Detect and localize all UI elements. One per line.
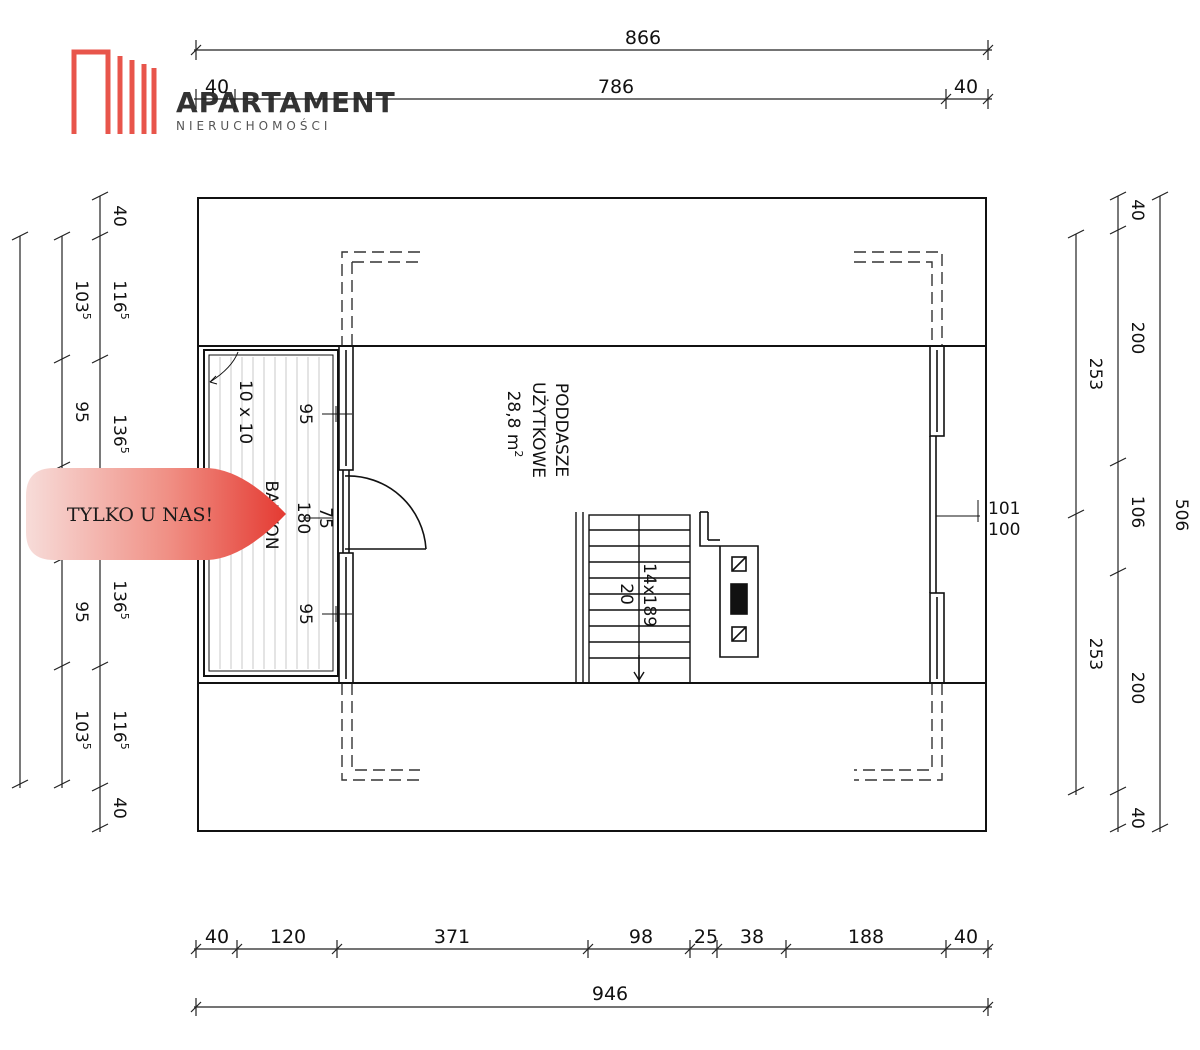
left-col-a-4: 1165 bbox=[109, 710, 131, 749]
right-col-a-3: 200 bbox=[1127, 672, 1147, 704]
logo-tagline: NIERUCHOMOŚCI bbox=[176, 118, 331, 133]
chimney bbox=[699, 511, 759, 658]
bottom-seg-6: 38 bbox=[740, 926, 764, 948]
dim-top-inner: 786 bbox=[598, 76, 634, 98]
right-col-b-1: 253 bbox=[1085, 358, 1105, 390]
right-col-b-2: 253 bbox=[1085, 638, 1105, 670]
left-col-a-1: 1165 bbox=[109, 280, 131, 319]
left-col-b-2: 95 bbox=[71, 401, 91, 423]
left-col-a-2: 1365 bbox=[109, 414, 131, 453]
stairs-size: 14x189 bbox=[639, 563, 659, 627]
promo-badge[interactable]: TYLKO U NAS! bbox=[26, 468, 286, 560]
left-outer-top: 40 bbox=[109, 205, 129, 227]
bottom-seg-4: 98 bbox=[629, 926, 653, 948]
opening-ticks bbox=[322, 406, 352, 622]
logo-name: APARTAMENT bbox=[176, 86, 396, 119]
window-lower-size: 95 bbox=[295, 603, 315, 625]
balcony-size: 10 x 10 bbox=[235, 380, 255, 444]
left-col-b-1: 1035 bbox=[71, 280, 93, 319]
right-bottom: 40 bbox=[1127, 807, 1147, 829]
window-lower-dim: 100 bbox=[988, 520, 1020, 540]
left-col-b-4: 1035 bbox=[71, 710, 93, 749]
attic-title-1: PODDASZE bbox=[551, 383, 571, 477]
dim-top-left: 40 bbox=[205, 76, 229, 98]
roof-upper bbox=[197, 197, 987, 347]
roof-windows bbox=[341, 251, 943, 781]
window-upper-size: 95 bbox=[295, 403, 315, 425]
window-upper-dim: 101 bbox=[988, 499, 1020, 519]
bottom-dimensions bbox=[190, 940, 994, 1016]
bottom-seg-8: 40 bbox=[954, 926, 978, 948]
top-dimensions bbox=[190, 40, 994, 109]
right-total: 506 bbox=[1171, 499, 1191, 531]
door-swing bbox=[344, 475, 427, 550]
staircase bbox=[575, 512, 691, 684]
left-col-a-3: 1365 bbox=[109, 580, 131, 619]
roof-lower bbox=[197, 682, 987, 832]
bottom-seg-2: 120 bbox=[270, 926, 306, 948]
right-window-dim bbox=[936, 500, 980, 522]
dim-top-right: 40 bbox=[954, 76, 978, 98]
right-dimensions bbox=[1067, 191, 1169, 833]
left-outer-bottom: 40 bbox=[109, 797, 129, 819]
logo-mark-icon bbox=[71, 49, 157, 134]
bottom-seg-3: 371 bbox=[434, 926, 470, 948]
dim-top-total: 866 bbox=[625, 27, 661, 49]
right-col-a-2: 106 bbox=[1127, 496, 1147, 528]
right-top: 40 bbox=[1127, 199, 1147, 221]
left-col-b-3: 95 bbox=[71, 601, 91, 623]
bottom-seg-7: 188 bbox=[848, 926, 884, 948]
bottom-total: 946 bbox=[592, 983, 628, 1005]
attic-title-2: UŻYTKOWE bbox=[528, 382, 549, 478]
right-col-a-1: 200 bbox=[1127, 322, 1147, 354]
stairs-width: 20 bbox=[616, 583, 636, 605]
company-logo: APARTAMENT NIERUCHOMOŚCI bbox=[71, 49, 396, 134]
door-height: 180 bbox=[293, 502, 313, 534]
right-wall bbox=[929, 345, 945, 684]
attic-area: 28,8 m2 bbox=[503, 391, 525, 458]
balcony-wall bbox=[338, 345, 354, 684]
promo-badge-text: TYLKO U NAS! bbox=[67, 504, 213, 526]
bottom-seg-5: 25 bbox=[694, 926, 718, 948]
bottom-seg-1: 40 bbox=[205, 926, 229, 948]
